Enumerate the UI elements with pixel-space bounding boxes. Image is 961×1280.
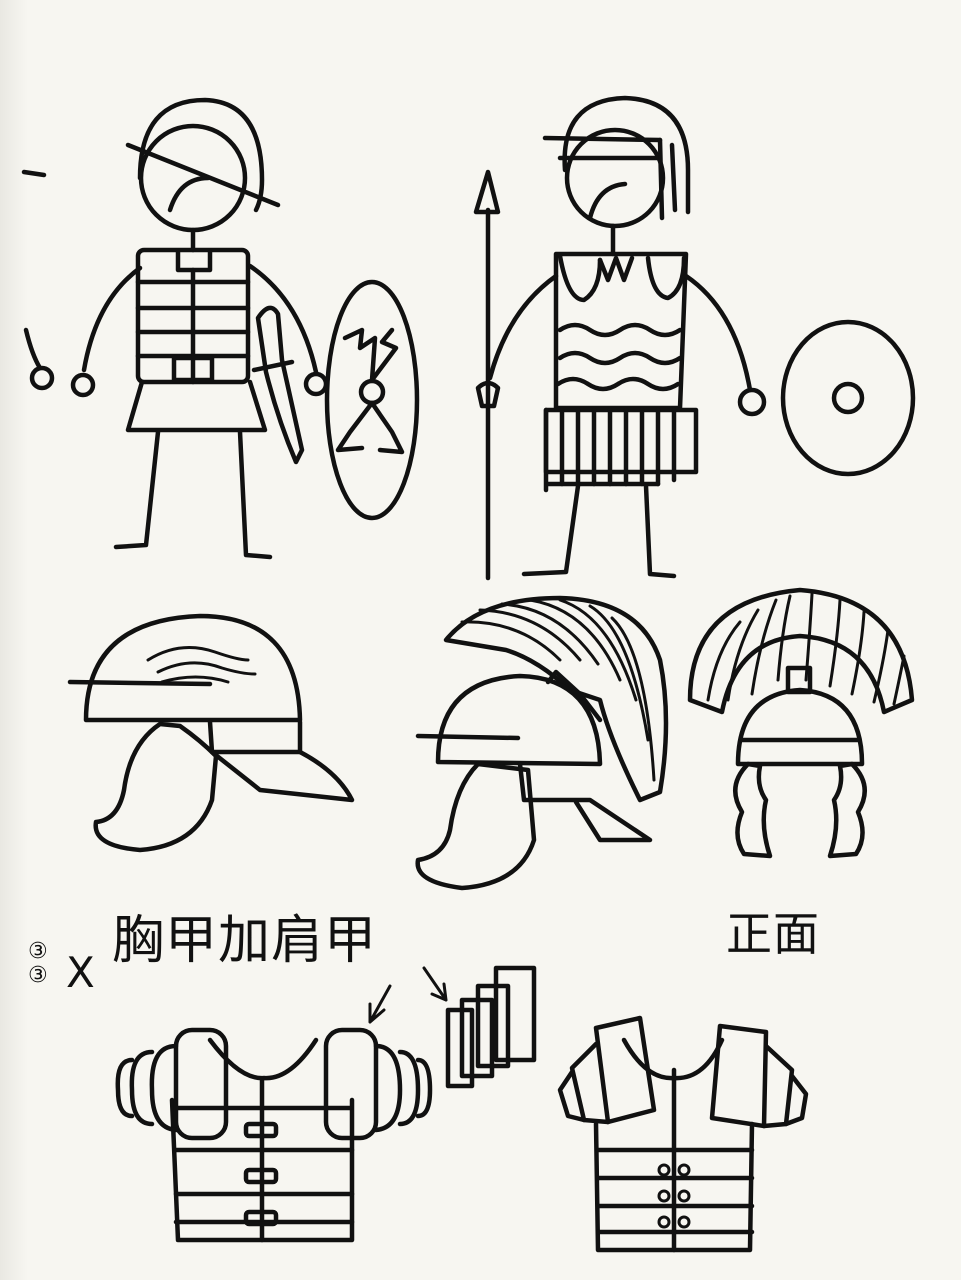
soldier-one-figure <box>70 97 420 560</box>
helmet-two-crested-side-view <box>415 595 669 891</box>
front-view-label: 正面 <box>726 907 820 961</box>
soldier-two-figure <box>473 95 916 581</box>
page-edge-shadow <box>0 0 28 1280</box>
chest-shoulder-armor-two <box>557 1015 809 1253</box>
chest-shoulder-armor-label: 胸甲加肩甲 <box>112 911 378 971</box>
margin-note: ③ ③ <box>28 939 48 988</box>
chest-shoulder-armor-one <box>115 965 537 1243</box>
helmet-one-side-view <box>67 613 355 853</box>
helmet-three-front-view <box>687 587 915 859</box>
cross-mark: X <box>66 948 95 997</box>
margin-partial-figure <box>21 169 55 391</box>
